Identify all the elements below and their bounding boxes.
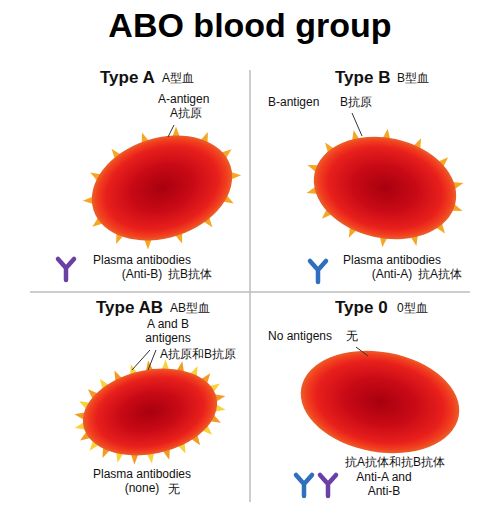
antibody-chinese: Anti-A and Anti-B: [352, 471, 416, 499]
leader-line: [168, 125, 174, 137]
antibody-chinese: 无: [168, 483, 180, 497]
antigen-label: A-antigen: [158, 93, 209, 107]
antigen-chinese: A抗原和B抗原: [160, 348, 236, 362]
type-heading: Type B: [335, 68, 390, 88]
red-blood-cell: [294, 114, 476, 262]
type-chinese: 0型血: [397, 302, 428, 316]
type-heading: Type A: [100, 68, 155, 88]
antibody-icon: [320, 475, 336, 496]
antigen-chinese: A抗原: [170, 107, 202, 121]
leader-line: [356, 347, 368, 356]
antibody-chinese: 抗A抗体: [418, 268, 462, 282]
type-chinese: B型血: [397, 72, 429, 86]
antibody-icon: [296, 475, 312, 496]
antibody-icon: [310, 261, 326, 282]
antibody-icon: [58, 259, 74, 280]
diagram-title: ABO blood group: [0, 6, 500, 45]
antibody-label: 抗A抗体和抗B抗体: [345, 456, 445, 470]
leader-line: [132, 350, 150, 370]
antigen-chinese: B抗原: [340, 96, 372, 110]
leader-line: [148, 350, 156, 370]
type-chinese: AB型血: [170, 302, 210, 316]
antibody-label: Plasma antibodies (none): [86, 468, 198, 496]
antigen-label: No antigens: [268, 330, 332, 344]
antigen-label: A and B antigens: [140, 318, 196, 346]
leader-line: [352, 113, 362, 136]
divider-line: [249, 70, 251, 502]
type-heading: Type AB: [96, 298, 163, 318]
red-blood-cell: [68, 107, 255, 268]
antibody-chinese: 抗B抗体: [168, 268, 212, 282]
antigen-label: B-antigen: [268, 96, 319, 110]
red-blood-cell: [293, 339, 468, 465]
type-heading: Type 0: [335, 298, 388, 318]
antigen-chinese: 无: [346, 330, 358, 344]
type-chinese: A型血: [162, 72, 194, 86]
red-blood-cell: [64, 346, 236, 477]
divider-line: [30, 291, 470, 293]
